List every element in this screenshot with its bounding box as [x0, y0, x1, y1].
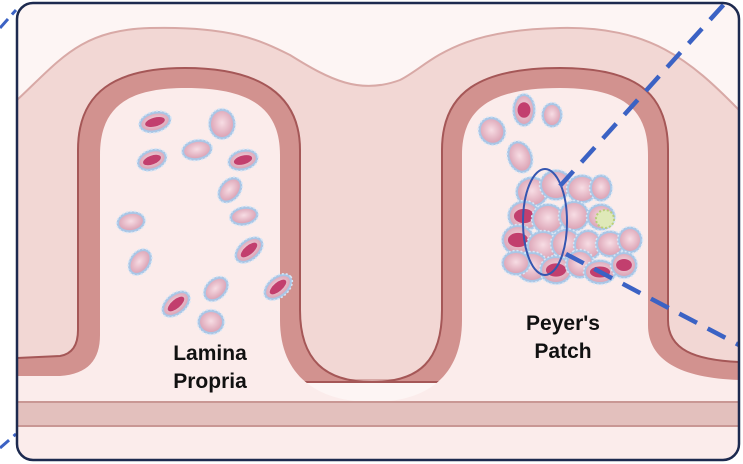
- peyers-patch-label-line2: Patch: [534, 340, 591, 363]
- peyers-patch-label-line1: Peyer's: [526, 312, 600, 335]
- peyers-patch-cell: [513, 94, 536, 127]
- diagram-content: Lamina Propria Peyer's Patch: [17, 2, 739, 460]
- peyers-patch-cell: [502, 251, 531, 276]
- peyers-patch-cell: [559, 201, 590, 232]
- peyers-patch-cell: [590, 175, 613, 202]
- peyers-patch-cell: [611, 252, 638, 279]
- muscularis-band: [17, 402, 739, 426]
- dashed-pointer-left-bottom: [0, 434, 16, 448]
- lamina-propria-cell: [209, 109, 236, 140]
- lamina-propria-label-line2: Propria: [173, 370, 247, 393]
- peyers-patch-cell: [542, 103, 563, 128]
- lamina-propria-cell: [198, 310, 225, 335]
- peyers-patch-antigen-cell: [596, 210, 614, 228]
- peyers-patch-cell: [618, 227, 643, 254]
- lamina-propria-label-line1: Lamina: [173, 342, 247, 365]
- dashed-pointer-left-top: [0, 10, 16, 28]
- submucosa-region: [17, 427, 739, 460]
